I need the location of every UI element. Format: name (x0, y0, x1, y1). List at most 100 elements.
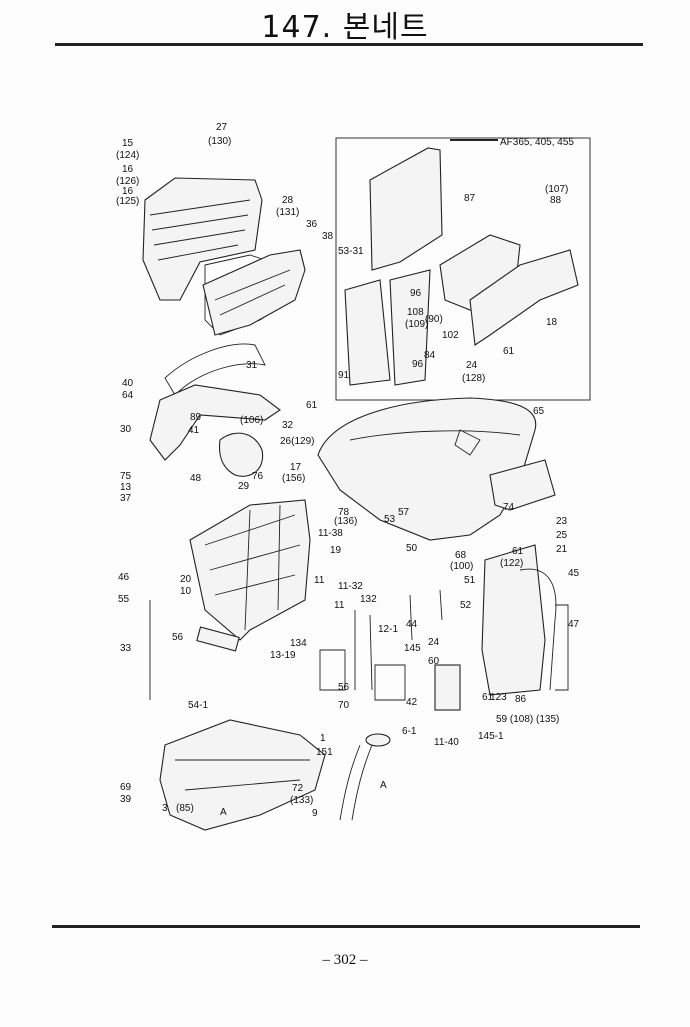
callout-label: 13 (120, 482, 132, 493)
callout-label: 10 (180, 586, 192, 597)
callout-label: (130) (208, 136, 231, 147)
callout-label: 61 (503, 346, 515, 357)
callout-label: 24 (428, 637, 440, 648)
callout-label: 89 (190, 412, 202, 423)
callout-label: 15 (122, 138, 134, 149)
callout-label: 61 (306, 400, 318, 411)
callout-label: 69 (120, 782, 132, 793)
callout-label: 18 (546, 317, 558, 328)
callout-label: (124) (116, 150, 139, 161)
callout-label: 64 (122, 390, 134, 401)
callout-label: 32 (282, 420, 294, 431)
callout-label: 39 (120, 794, 132, 805)
callout-label: 16 (122, 186, 134, 197)
callout-label: 26(129) (280, 436, 314, 447)
callout-label: 96 (410, 288, 422, 299)
callout-label: 40 (122, 378, 134, 389)
callout-label: 23 (556, 516, 568, 527)
callout-label: (136) (334, 516, 357, 527)
callout-label: 19 (330, 545, 342, 556)
callout-label: 11-32 (338, 581, 363, 592)
callout-label: 13-19 (270, 650, 296, 661)
callout-label: 134 (290, 638, 307, 649)
callout-label: 48 (190, 473, 202, 484)
callout-label: (85) (176, 803, 194, 814)
callout-label: 91 (338, 370, 350, 381)
bottom-rule (52, 925, 640, 928)
callout-label: 65 (533, 406, 545, 417)
callout-label: 28 (282, 195, 294, 206)
callout-label: 84 (424, 350, 436, 361)
callout-label: (128) (462, 373, 485, 384)
callout-label: 41 (188, 425, 200, 436)
callout-label: 6-1 (402, 726, 417, 737)
callout-label: 27 (216, 122, 228, 133)
callout-label: 53 (384, 514, 396, 525)
callout-label: 12-1 (378, 624, 398, 635)
callout-label: 37 (120, 493, 132, 504)
lower-base-part (159, 719, 326, 831)
callout-label: 61 (482, 692, 494, 703)
callout-label: 1 (320, 733, 326, 744)
upper-frame-parts (149, 343, 281, 477)
callout-label: (90) (425, 314, 443, 325)
callout-label: 45 (568, 568, 580, 579)
callout-label: 16 (122, 164, 134, 175)
callout-label: 42 (406, 697, 418, 708)
right-side-panels (434, 459, 569, 711)
callout-label: 145 (404, 643, 421, 654)
callout-label: 9 (312, 808, 318, 819)
callout-label: 11-40 (434, 737, 459, 748)
callout-label: 21 (556, 544, 568, 555)
callout-label: (122) (500, 558, 523, 569)
callout-label: 30 (120, 424, 132, 435)
callout-label: 51 (464, 575, 476, 586)
callout-label: 38 (322, 231, 334, 242)
callout-label: A (220, 807, 227, 818)
variant-panel-parts (344, 147, 579, 386)
callout-label: 17 (290, 462, 302, 473)
callout-label: 76 (252, 471, 264, 482)
callout-label: 70 (338, 700, 350, 711)
callout-label: 54-1 (188, 700, 208, 711)
callout-label: 3 (162, 803, 168, 814)
callout-label: 86 (515, 694, 527, 705)
callout-label: 96 (412, 359, 424, 370)
callout-label: (126) (116, 176, 139, 187)
callout-label: 24 (466, 360, 478, 371)
side-panel-part (202, 249, 306, 336)
callout-label: 87 (464, 193, 476, 204)
callout-label: 36 (306, 219, 318, 230)
top-rule (55, 43, 643, 46)
callout-label: 72 (292, 783, 304, 794)
callout-label: (133) (290, 795, 313, 806)
main-support-frame (189, 499, 311, 652)
callout-label: (106) (240, 415, 263, 426)
page-number: – 302 – (322, 952, 368, 968)
callout-label: 61 (512, 546, 524, 557)
callout-label: 102 (442, 330, 459, 341)
callout-label: 60 (428, 656, 440, 667)
callout-label: 20 (180, 574, 192, 585)
vertical-rods (149, 589, 443, 701)
callout-label: 88 (550, 195, 562, 206)
callout-label: 25 (556, 530, 568, 541)
callout-label: 11 (314, 575, 325, 586)
callout-label: A (380, 780, 387, 791)
callout-label: 31 (246, 360, 258, 371)
callout-label: 78 (338, 507, 350, 518)
callout-label: (125) (116, 196, 139, 207)
callout-label: 50 (406, 543, 418, 554)
callout-label: 53-31 (338, 246, 364, 257)
callout-label: 52 (460, 600, 472, 611)
callout-labels: 27 (130) 15 (124) 16 (126) 16 (125) 28 (… (116, 122, 580, 819)
callout-label: 59 (108) (135) (496, 714, 559, 725)
callout-label: 108 (407, 307, 424, 318)
callout-label: 47 (568, 619, 580, 630)
callout-label: (131) (276, 207, 299, 218)
callout-label: 56 (172, 632, 184, 643)
callout-label: 68 (455, 550, 467, 561)
callout-label: (107) (545, 184, 568, 195)
callout-label: (100) (450, 561, 473, 572)
